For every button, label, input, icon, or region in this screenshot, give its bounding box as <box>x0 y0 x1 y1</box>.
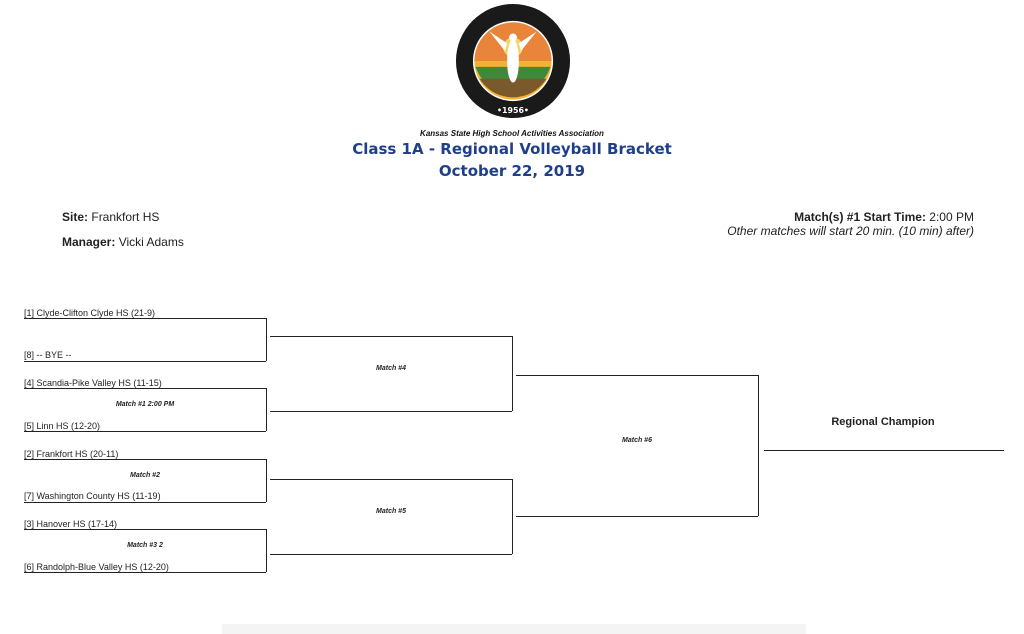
site-value: Frankfort HS <box>91 210 160 224</box>
bracket-line <box>24 459 266 460</box>
match-6-label: Match #6 <box>622 437 652 444</box>
bracket-line <box>512 479 513 554</box>
match-1-label: Match #1 2:00 PM <box>115 401 175 408</box>
manager-value: Vicki Adams <box>118 235 184 249</box>
bracket-line <box>758 375 759 516</box>
team-slot-2: [8] -- BYE -- <box>24 350 72 360</box>
team-slot-4: [5] Linn HS (12-20) <box>24 421 101 431</box>
team-slot-1: [1] Clyde-Clifton Clyde HS (21-9) <box>24 308 156 318</box>
manager-info: Manager: Vicki Adams <box>62 235 184 249</box>
bracket-date: October 22, 2019 <box>438 162 586 180</box>
svg-text:•1956•: •1956• <box>497 106 529 115</box>
bracket-line <box>24 388 266 389</box>
other-matches-note: Other matches will start 20 min. (10 min… <box>727 224 974 238</box>
bracket-line <box>512 336 513 411</box>
khsaa-logo: •1956• <box>455 3 571 119</box>
match-4-label: Match #4 <box>376 365 406 372</box>
match-3-label: Match #3 2 <box>127 542 163 549</box>
bracket-line <box>266 388 267 431</box>
site-info: Site: Frankfort HS <box>62 210 159 224</box>
bracket-line <box>270 554 512 555</box>
team-slot-8: [6] Randolph-Blue Valley HS (12-20) <box>24 562 169 572</box>
bracket-line <box>270 336 512 337</box>
bracket-line <box>24 318 266 319</box>
bracket-line <box>266 529 267 572</box>
team-slot-3: [4] Scandia-Pike Valley HS (11-15) <box>24 378 162 388</box>
organization-name: Kansas State High School Activities Asso… <box>420 129 604 138</box>
bracket-line <box>24 502 266 503</box>
bracket-line <box>24 529 266 530</box>
champion-line <box>764 450 1004 451</box>
bracket-line <box>24 361 266 362</box>
bracket-line <box>24 431 266 432</box>
start-time-value: 2:00 PM <box>929 210 974 224</box>
site-label: Site: <box>62 210 89 224</box>
bracket-line <box>266 318 267 361</box>
footer-bar <box>222 624 806 634</box>
bracket-line <box>516 516 758 517</box>
bracket-line <box>270 411 512 412</box>
regional-champion-label: Regional Champion <box>831 416 935 428</box>
team-slot-5: [2] Frankfort HS (20-11) <box>24 449 119 459</box>
manager-label: Manager: <box>62 235 116 249</box>
start-time-info: Match(s) #1 Start Time: 2:00 PM <box>794 210 974 224</box>
start-time-label: Match(s) #1 Start Time: <box>794 210 926 224</box>
match-2-label: Match #2 <box>130 472 160 479</box>
team-slot-7: [3] Hanover HS (17-14) <box>24 519 118 529</box>
team-slot-6: [7] Washington County HS (11-19) <box>24 491 161 501</box>
bracket-line <box>266 459 267 502</box>
bracket-line <box>24 572 266 573</box>
match-5-label: Match #5 <box>376 508 406 515</box>
bracket-line <box>270 479 512 480</box>
bracket-title: Class 1A - Regional Volleyball Bracket <box>352 140 672 158</box>
bracket-line <box>516 375 758 376</box>
